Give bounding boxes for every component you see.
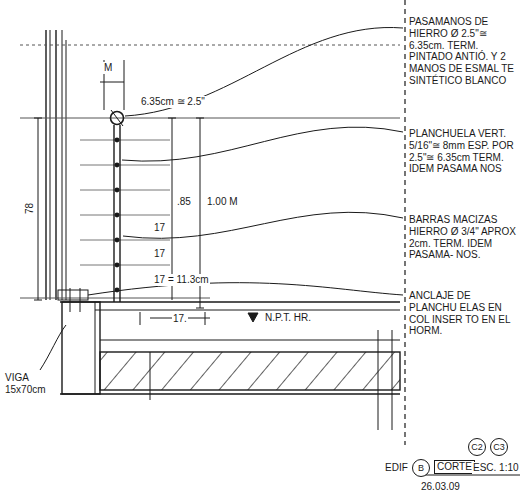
dimension: M [103,62,113,74]
bar-section [115,138,120,143]
title-text: EDIF [384,462,409,474]
date: 26.03.09 [420,481,461,493]
bar-section [115,163,120,168]
title-text: CORTE [434,460,475,474]
bar-section [115,213,120,218]
dimension: .85 [176,196,192,208]
dimension: 17 [153,222,166,234]
building-ref: B [412,459,430,477]
dimension: 6.35cm ≅ 2.5" [140,96,206,108]
bar-section [115,188,120,193]
dimension: 17. [172,313,188,325]
scale: ESC. 1:10 [472,462,520,474]
level-mark: N.P.T. HR. [264,312,312,324]
bar-section [115,238,120,243]
dimension: 17 = 11.3cm [153,274,210,286]
dimension: 78 [24,202,36,215]
annotation: PASAMANOS DE HIERRO Ø 2.5"≅ 6.35cm. TERM… [408,16,522,87]
dimension: 1.00 M [206,196,239,208]
annotation: ANCLAJE DE PLANCHU ELAS EN COL INSER TO … [408,290,522,337]
beam-label: VIGA 15x70cm [4,372,58,396]
annotation: PLANCHUELA VERT. 5/16"≅ 8mm ESP. POR 2.5… [408,128,522,175]
detail-ref: C3 [490,438,508,456]
dimension: 17 [153,248,166,260]
annotation: BARRAS MACIZAS HIERRO Ø 3/4" APROX 2cm. … [408,214,522,261]
detail-ref: C2 [468,438,486,456]
bar-section [115,263,120,268]
bar-section [115,288,120,293]
